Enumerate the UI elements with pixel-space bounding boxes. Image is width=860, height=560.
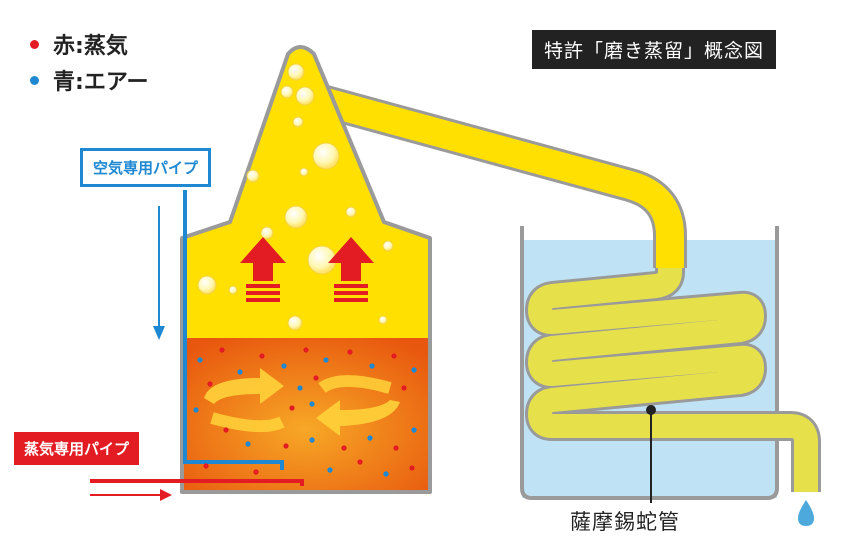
- legend-steam-marker: 赤:: [53, 34, 84, 59]
- vapor-bubbles: [197, 63, 394, 331]
- worm-coil: [525, 257, 821, 492]
- steam-up-arrow: [328, 237, 374, 302]
- circulation-arrows: [204, 368, 400, 436]
- particle-dots: [193, 347, 417, 477]
- coil-pointer: [646, 405, 656, 503]
- legend-steam: 赤: 蒸気: [30, 28, 128, 60]
- air-pipe: [183, 190, 284, 470]
- blue-dot-icon: [30, 75, 39, 85]
- air-pipe-label: 空気専用パイプ: [80, 148, 212, 187]
- vapor-pipe: [295, 78, 687, 268]
- steam-flow-arrow: [90, 489, 172, 501]
- steam-pipe: [90, 479, 304, 486]
- air-flow-arrow: [153, 206, 165, 340]
- diagram-title: 特許「磨き蒸留」概念図: [532, 30, 777, 69]
- legend-air: 青: エアー: [30, 64, 149, 96]
- steam-up-arrow: [240, 237, 286, 302]
- steam-pipe-label: 蒸気専用パイプ: [14, 432, 140, 465]
- legend-air-marker: 青:: [53, 70, 84, 95]
- legend-air-text: エアー: [83, 70, 149, 95]
- coil-label: 薩摩錫蛇管: [570, 510, 680, 534]
- red-dot-icon: [30, 39, 39, 49]
- drop-icon: [798, 500, 814, 526]
- legend-steam-text: 蒸気: [83, 34, 128, 59]
